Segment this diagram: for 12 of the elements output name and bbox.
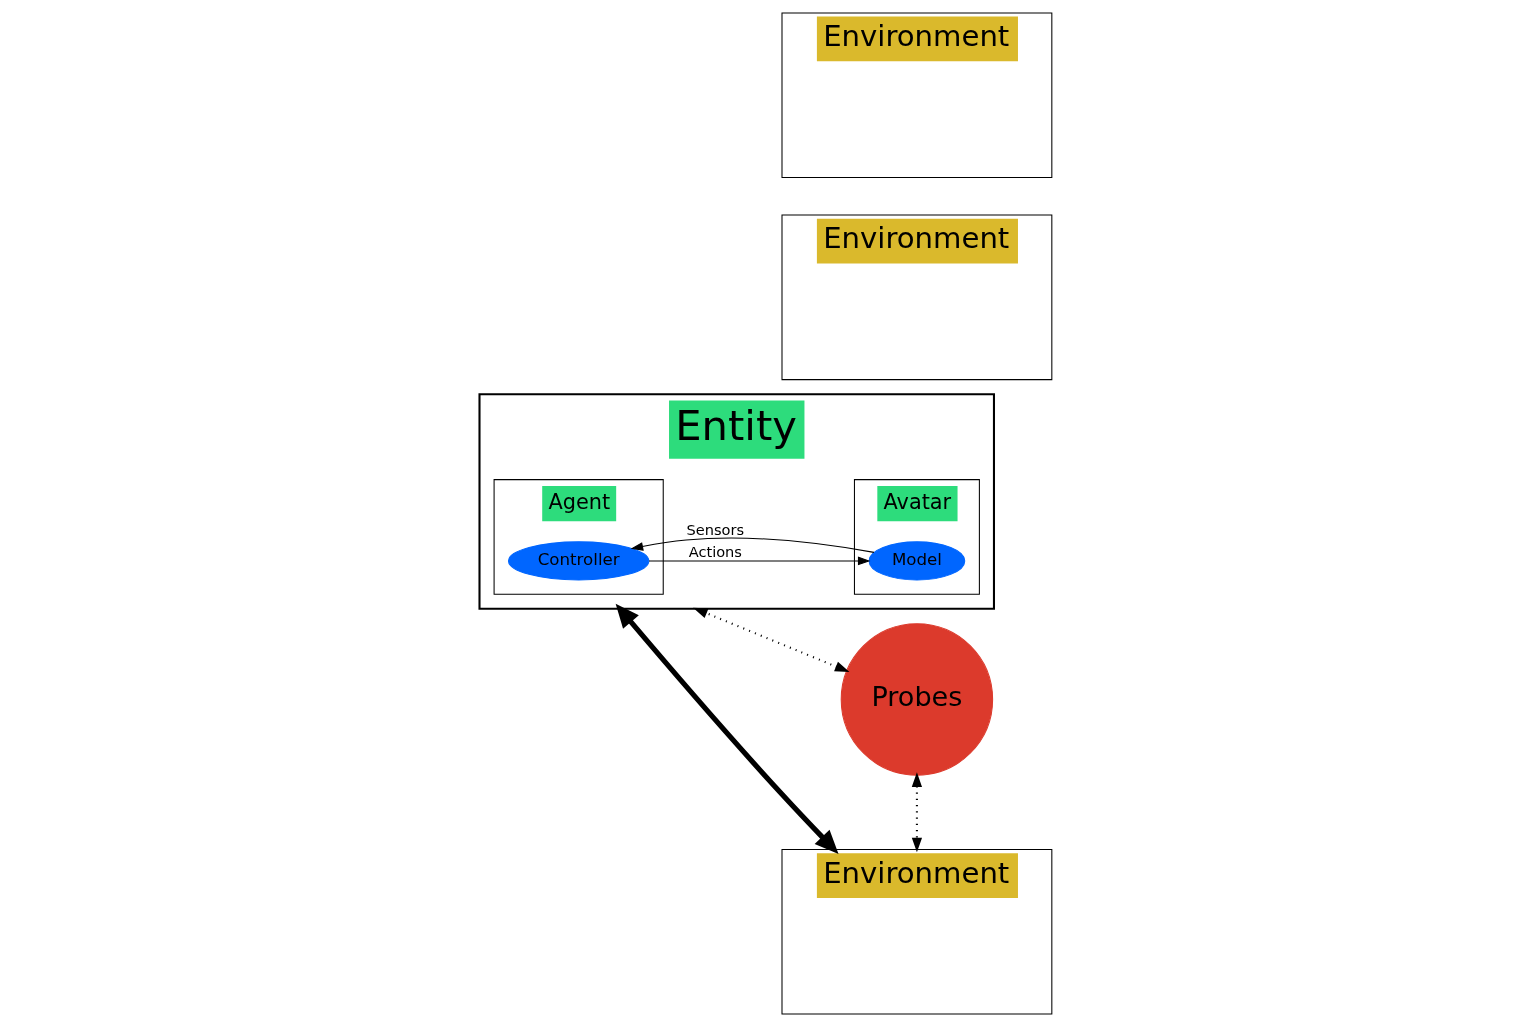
node-circle: Probes bbox=[840, 623, 994, 776]
arrow bbox=[911, 772, 923, 853]
arrow bbox=[630, 537, 875, 553]
edge-label: Actions bbox=[688, 542, 742, 560]
node-box: Environment bbox=[781, 848, 1053, 1015]
arrow bbox=[615, 603, 839, 854]
node-ellipse: Model bbox=[868, 541, 966, 581]
arrow bbox=[693, 607, 850, 673]
edge-label: Sensors bbox=[686, 521, 745, 539]
node-box: Environment bbox=[781, 12, 1053, 179]
arrow bbox=[648, 556, 871, 566]
node-box: Environment bbox=[781, 214, 1053, 381]
